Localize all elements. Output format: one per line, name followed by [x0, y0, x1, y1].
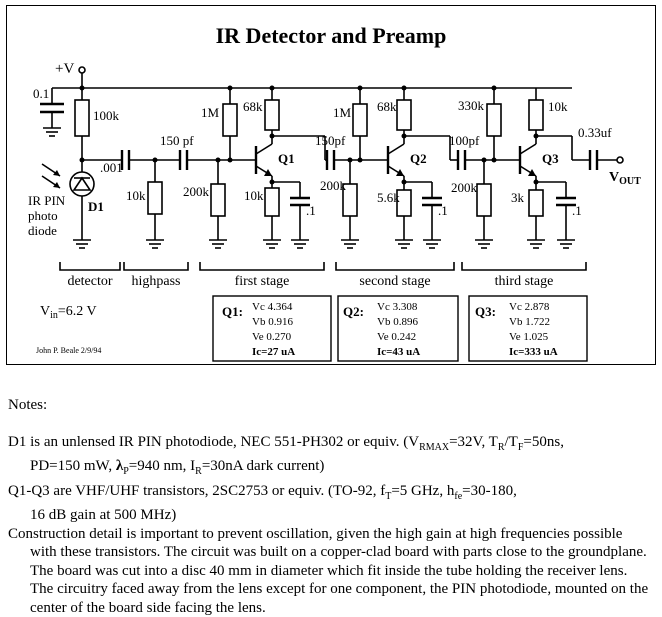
note-d1-line1: D1 is an unlensed IR PIN photodiode, NEC…: [8, 433, 658, 458]
supply-rail: [52, 67, 572, 91]
note-construction-5: center of the board side facing the lens…: [8, 599, 658, 617]
box-q3-name: Q3:: [475, 304, 496, 319]
c-out-label: 0.33uf: [578, 125, 612, 140]
r200-a-label: 200k: [183, 184, 210, 199]
note-construction-1: Construction detail is important to prev…: [8, 525, 658, 544]
r68-a-label: 68k: [243, 99, 263, 114]
q3-label: Q3: [542, 151, 559, 166]
bypass-cap-label: 0.1: [33, 86, 49, 101]
box-q3-ve: Ve 1.025: [509, 331, 549, 343]
stage-brackets: [60, 262, 586, 270]
box-q1-name: Q1:: [222, 304, 243, 319]
note-construction-4: The circuitry faced away from the lens e…: [8, 580, 658, 599]
re-a-label: 10k: [244, 188, 264, 203]
box-q1-vc: Vc 4.364: [252, 301, 293, 313]
note-construction-2: with these transistors. The circuit was …: [8, 543, 658, 562]
author-note: John P. Beale 2/9/94: [36, 346, 101, 355]
box-q1-ve: Ve 0.270: [252, 331, 292, 343]
note-q-line2: 16 dB gain at 500 MHz): [8, 506, 658, 525]
vin-label: Vin=6.2 V: [40, 304, 97, 321]
re-b-label: 5.6k: [377, 190, 400, 205]
box-q3-vc: Vc 2.878: [509, 301, 550, 313]
box-q3-ic: Ic=333 uA: [509, 346, 558, 358]
q2-label: Q2: [410, 151, 427, 166]
vplus-label: +V: [55, 61, 74, 77]
ce-b-label: .1: [438, 203, 448, 218]
c2-label: 150 pf: [160, 133, 194, 148]
d1-label: D1: [88, 199, 104, 214]
detector-load-resistor: [75, 88, 89, 163]
stage-highpass: highpass: [132, 274, 181, 289]
box-q1-ic: Ic=27 uA: [252, 346, 295, 358]
pin-label-1: IR PIN: [28, 193, 66, 208]
pin-label-2: photo: [28, 208, 58, 223]
bias-box-q2: Q2: Vc 3.308 Vb 0.896 Ve 0.242 Ic=43 uA: [338, 296, 458, 361]
c4-label: 100pf: [449, 133, 480, 148]
stage-detector: detector: [67, 274, 112, 289]
schematic-diagram: IR Detector and Preamp +V 0.1 100k: [0, 0, 662, 370]
notes-section: Notes: D1 is an unlensed IR PIN photodio…: [8, 396, 658, 617]
ce-c-label: .1: [572, 203, 582, 218]
r-load-label: 100k: [93, 108, 120, 123]
box-q2-name: Q2:: [343, 304, 364, 319]
box-q2-vb: Vb 0.896: [377, 316, 418, 328]
stage-second: second stage: [359, 274, 430, 289]
box-q2-vc: Vc 3.308: [377, 301, 418, 313]
notes-heading: Notes:: [8, 396, 658, 415]
r330-label: 330k: [458, 98, 485, 113]
box-q2-ve: Ve 0.242: [377, 331, 416, 343]
page-title: IR Detector and Preamp: [216, 23, 447, 48]
c1-label: .001: [100, 160, 123, 175]
stage-first: first stage: [235, 274, 290, 289]
bias-box-q1: Q1: Vc 4.364 Vb 0.916 Ve 0.270 Ic=27 uA: [213, 296, 331, 361]
r200-b-label: 200k: [320, 178, 347, 193]
r1m-a-label: 1M: [201, 105, 220, 120]
r-hp-label: 10k: [126, 188, 146, 203]
pin-label-3: diode: [28, 223, 57, 238]
note-construction-3: The board was cut into a disc 40 mm in d…: [8, 562, 658, 581]
note-q-line1: Q1-Q3 are VHF/UHF transistors, 2SC2753 o…: [8, 482, 658, 507]
r1m-b-label: 1M: [333, 105, 352, 120]
q1-label: Q1: [278, 151, 295, 166]
box-q2-ic: Ic=43 uA: [377, 346, 420, 358]
r68-b-label: 68k: [377, 99, 397, 114]
note-d1-line2: PD=150 mW, λP=940 nm, IR=30nA dark curre…: [8, 457, 658, 482]
c3-label: 150pf: [315, 133, 346, 148]
bias-box-q3: Q3: Vc 2.878 Vb 1.722 Ve 1.025 Ic=333 uA: [469, 296, 587, 361]
re-c-label: 3k: [511, 190, 525, 205]
stage-third: third stage: [495, 274, 554, 289]
vout-label: VOUT: [609, 170, 641, 187]
r10k-c-label: 10k: [548, 99, 568, 114]
ce-a-label: .1: [306, 203, 316, 218]
box-q3-vb: Vb 1.722: [509, 316, 550, 328]
r200-c-label: 200k: [451, 180, 478, 195]
box-q1-vb: Vb 0.916: [252, 316, 293, 328]
